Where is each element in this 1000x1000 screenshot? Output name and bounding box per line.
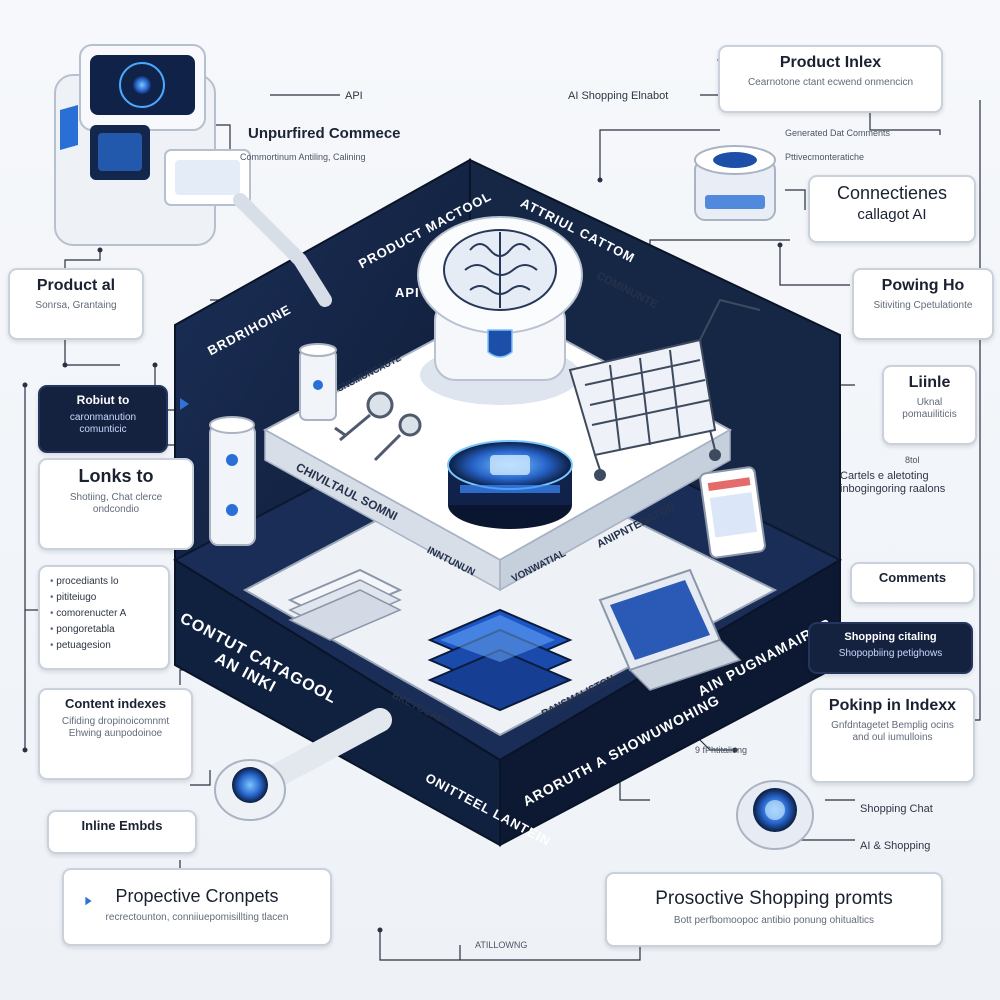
card-pokinp-index[interactable]: Pokinp in Indexx Gnfdntagetet Bemplig oc…: [810, 688, 975, 783]
card-prospective-cronpets[interactable]: Propective Cronpets recrectounton, conni…: [62, 868, 332, 946]
arrow-pointer-icon: [180, 398, 189, 410]
label-genereted-dat: Generated Dat Comments: [785, 128, 890, 139]
card-subtitle: callagot AI: [820, 206, 964, 224]
label-ptaiverm: Pttivecmonteratiche: [785, 152, 864, 163]
card-subtitle: Sonrsa, Grantaing: [20, 300, 132, 312]
card-shopping-chatting[interactable]: Shopping citaling Shopopbiing petighows: [808, 622, 973, 674]
right-lens-device: [737, 781, 813, 849]
top-right-device: [695, 146, 775, 220]
label-ai-shopping-chatbot: AI Shopping Elnabot: [568, 90, 668, 103]
card-inline-embeds[interactable]: Inline Embds: [47, 810, 197, 854]
label-api: API: [345, 90, 363, 103]
card-subtitle: Bott perfbomoopoc antibio ponung ohitual…: [617, 915, 931, 927]
card-subtitle: Uknal pomauiliticis: [894, 397, 965, 421]
card-title: Product al: [20, 277, 132, 295]
label-ai-shopping-left: 9 fPhtitaliung: [695, 745, 747, 756]
label-unparfired-commerce: Unpurfired Commece: [248, 125, 401, 143]
list-item: comorenucter A: [50, 606, 158, 622]
card-subtitle: Gnfdntagetet Bemplig ocins and oul iumul…: [822, 720, 963, 744]
card-linkle[interactable]: Liinle Uknal pomauiliticis: [882, 365, 977, 445]
label-commerce-sub: Commortinum Antiling, Calining: [240, 152, 366, 163]
card-product-index[interactable]: Product Inlex Cearnotone ctant ecwend on…: [718, 45, 943, 113]
label-cartels-indexing: Cartels e aletoting inbogingoring raalon…: [840, 470, 995, 496]
card-subtitle: Cifiding dropinoicomnmt Ehwing aunpodoin…: [50, 716, 181, 740]
card-powing-ho[interactable]: Powing Ho Sitiviting Cpetulationte: [852, 268, 994, 340]
tablet-device: [699, 467, 765, 559]
robot-terminal: [55, 45, 325, 300]
card-title: Shopping citaling: [820, 631, 961, 643]
card-product-al[interactable]: Product al Sonrsa, Grantaing: [8, 268, 144, 340]
list-item: pititeiugo: [50, 590, 158, 606]
card-subtitle: Shopopbiing petighows: [820, 648, 961, 660]
card-title: Connectienes: [820, 184, 964, 204]
feature-list: procediants lo pititeiugo comorenucter A…: [50, 574, 158, 654]
label-altillowing: ATILLOWNG: [475, 940, 527, 951]
left-probe-device: [215, 720, 380, 820]
ai-brain-dome: [418, 217, 582, 405]
card-comments[interactable]: Comments: [850, 562, 975, 604]
card-subtitle: Cearnotone ctant ecwend onmencicn: [730, 77, 931, 89]
list-item: petuagesion: [50, 638, 158, 654]
label-shopping-chat: Shopping Chat: [860, 803, 933, 816]
card-title: Prosoctive Shopping promts: [617, 889, 931, 910]
card-subtitle: Sitiviting Cpetulationte: [864, 300, 982, 312]
card-title: Robiut to: [50, 394, 156, 407]
card-title: Lonks to: [50, 467, 182, 487]
card-title: Content indexes: [50, 697, 181, 711]
card-title: Powing Ho: [864, 277, 982, 295]
card-title: Pokinp in Indexx: [822, 697, 963, 715]
card-subtitle: Shotiing, Chat clerce ondcondio: [50, 492, 182, 516]
list-item: procediants lo: [50, 574, 158, 590]
label-dot: 8tol: [905, 455, 920, 466]
card-connectiences[interactable]: Connectienes callagot AI: [808, 175, 976, 243]
card-feature-list[interactable]: procediants lo pititeiugo comorenucter A…: [38, 565, 170, 670]
wall-label-api-small: API: [395, 285, 420, 300]
card-title: Comments: [862, 571, 963, 585]
card-subtitle: caronmanution comunticic: [50, 412, 156, 436]
card-title: Inline Embds: [59, 819, 185, 833]
card-robust-to[interactable]: Robiut to caronmanution comunticic: [38, 385, 168, 453]
list-item: pongoretabla: [50, 622, 158, 638]
card-prospective-shopping[interactable]: Prosoctive Shopping promts Bott perfbomo…: [605, 872, 943, 947]
card-title: Liinle: [894, 374, 965, 392]
chevron-right-icon: [85, 897, 91, 905]
card-subtitle: recrectounton, conniiuepomisillting tlac…: [74, 912, 320, 924]
label-ai-shopping: AI & Shopping: [860, 840, 930, 853]
card-content-indexes[interactable]: Content indexes Cifiding dropinoicomnmt …: [38, 688, 193, 780]
card-links-to[interactable]: Lonks to Shotiing, Chat clerce ondcondio: [38, 458, 194, 550]
glowing-hub-device: [448, 441, 572, 529]
card-title: Product Inlex: [730, 54, 931, 72]
card-title: Propective Cronpets: [74, 887, 320, 907]
